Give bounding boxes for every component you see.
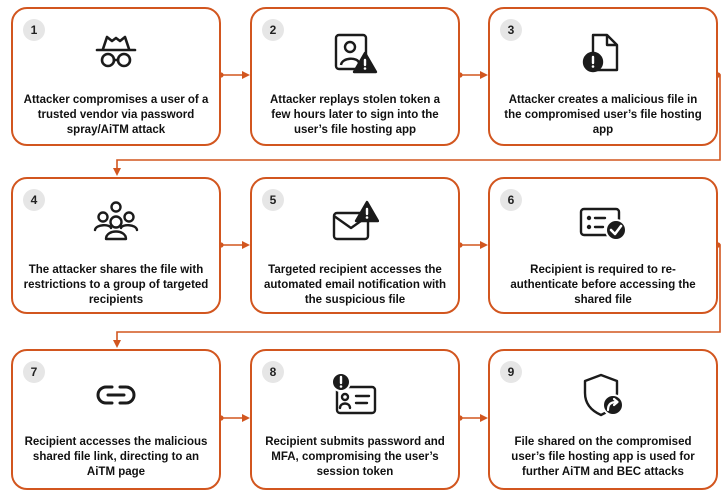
step-description: Attacker creates a malicious file in the… <box>504 94 702 136</box>
step-description: Recipient is required to re-authenticate… <box>510 264 696 306</box>
image-warning-icon <box>331 29 379 77</box>
step-number-badge: 1 <box>23 19 45 41</box>
step-card-6: 6 Recipient is required to re-authentica… <box>488 177 718 314</box>
step-description: The attacker shares the file with restri… <box>23 264 209 306</box>
link-icon <box>92 371 140 419</box>
step-number-badge: 5 <box>262 189 284 211</box>
step-card-4: 4 The attacker shares the file with rest… <box>11 177 221 314</box>
step-number-badge: 7 <box>23 361 45 383</box>
id-card-alert-icon <box>331 371 379 419</box>
step-card-8: 8 Recipient submits password and MFA, co… <box>250 349 460 490</box>
step-card-5: 5 Targeted recipient accesses the automa… <box>250 177 460 314</box>
step-description: Targeted recipient accesses the automate… <box>263 264 447 306</box>
mail-warning-icon <box>331 199 379 247</box>
step-card-2: 2 Attacker replays stolen token a few ho… <box>250 7 460 146</box>
step-description: Recipient accesses the malicious shared … <box>24 436 208 478</box>
step-description: File shared on the compromised user’s fi… <box>511 436 695 478</box>
file-alert-icon <box>579 29 627 77</box>
spy-incognito-icon <box>92 29 140 77</box>
step-card-7: 7 Recipient accesses the malicious share… <box>11 349 221 490</box>
step-card-3: 3 Attacker creates a malicious file in t… <box>488 7 718 146</box>
step-card-9: 9 File shared on the compromised user’s … <box>488 349 718 490</box>
people-group-icon <box>92 199 140 247</box>
step-description: Recipient submits password and MFA, comp… <box>265 436 445 478</box>
step-number-badge: 4 <box>23 189 45 211</box>
step-number-badge: 9 <box>500 361 522 383</box>
step-card-1: 1 Attacker compromises a user of a trust… <box>11 7 221 146</box>
step-number-badge: 6 <box>500 189 522 211</box>
shield-share-icon <box>579 371 627 419</box>
step-description: Attacker compromises a user of a trusted… <box>23 94 209 136</box>
step-number-badge: 8 <box>262 361 284 383</box>
step-number-badge: 2 <box>262 19 284 41</box>
step-description: Attacker replays stolen token a few hour… <box>269 94 440 136</box>
id-card-checkmark-icon <box>579 199 627 247</box>
step-number-badge: 3 <box>500 19 522 41</box>
